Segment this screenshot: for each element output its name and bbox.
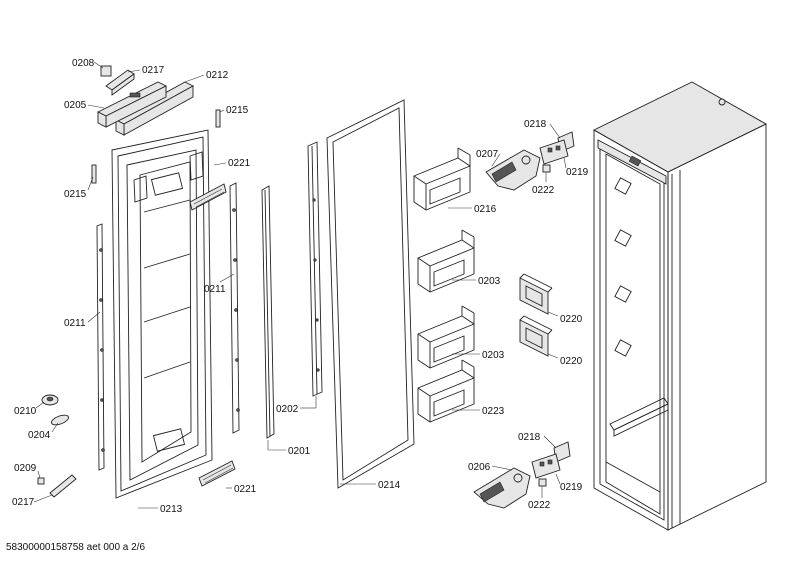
label-0220-a: 0220 — [560, 314, 583, 325]
part-0209-pin — [37, 477, 45, 485]
label-0222-bottom: 0222 — [528, 500, 551, 511]
part-0211-left-rail — [96, 223, 105, 471]
document-footer: 58300000158758 aet 000 a 2/6 — [6, 542, 146, 553]
part-0216-door-bin — [413, 147, 471, 211]
label-0212: 0212 — [206, 70, 229, 81]
part-0221-vent-bottom — [198, 460, 236, 487]
label-0201: 0201 — [288, 446, 311, 457]
label-0217-top: 0217 — [142, 65, 165, 76]
part-0220-bracket-a — [519, 273, 553, 315]
label-0216: 0216 — [474, 204, 497, 215]
part-0210-knob — [41, 394, 59, 406]
part-0215-left — [91, 164, 97, 184]
label-0218-top: 0218 — [524, 119, 547, 130]
part-0214-door-gasket — [326, 99, 415, 489]
part-0215-right — [215, 109, 221, 128]
label-0210: 0210 — [14, 406, 37, 417]
part-0201-profile — [261, 185, 275, 439]
label-0217-bottom: 0217 — [12, 497, 35, 508]
label-0213: 0213 — [160, 504, 183, 515]
part-0204-cap — [50, 414, 70, 426]
part-0205-top-frame — [96, 81, 168, 128]
part-0219-bracket-bottom — [531, 453, 561, 479]
part-0223-door-bin — [417, 359, 475, 423]
label-0221-bottom: 0221 — [234, 484, 257, 495]
part-0203-door-bin-a — [417, 229, 475, 293]
label-0203-a: 0203 — [478, 276, 501, 287]
part-0206-hinge-bottom — [473, 467, 531, 509]
part-0213-door-liner — [111, 129, 213, 499]
label-0203-b: 0203 — [482, 350, 505, 361]
part-0217-hinge-bottom — [49, 474, 77, 498]
part-0222-screw-bottom — [538, 478, 547, 487]
part-0222-screw-top — [542, 164, 551, 173]
label-0204: 0204 — [28, 430, 51, 441]
part-0211-mid-rail — [229, 182, 240, 434]
part-0203-door-bin-b — [417, 305, 475, 369]
label-0218-bottom: 0218 — [518, 432, 541, 443]
label-0223: 0223 — [482, 406, 505, 417]
label-0215-left: 0215 — [64, 189, 87, 200]
part-labels: 0208 0217 0212 0205 0215 0215 0221 0211 … — [12, 58, 589, 515]
label-0211-left: 0211 — [64, 318, 86, 329]
label-0222-top: 0222 — [532, 185, 555, 196]
part-0219-bracket-top — [539, 139, 569, 165]
label-0207: 0207 — [476, 149, 499, 160]
label-0221-top: 0221 — [228, 158, 251, 169]
label-0219-bottom: 0219 — [560, 482, 583, 493]
label-0205: 0205 — [64, 100, 87, 111]
label-0209: 0209 — [14, 463, 37, 474]
part-0207-hinge-top — [485, 149, 541, 191]
part-0220-bracket-b — [519, 315, 553, 357]
label-0219-top: 0219 — [566, 167, 589, 178]
label-0206: 0206 — [468, 462, 491, 473]
label-0202: 0202 — [276, 404, 299, 415]
label-0211-mid: 0211 — [204, 284, 226, 295]
part-0217-hinge-top — [105, 69, 135, 96]
label-0215-right: 0215 — [226, 105, 249, 116]
label-0220-b: 0220 — [560, 356, 583, 367]
part-0221-vent-top — [189, 183, 227, 211]
label-0208: 0208 — [72, 58, 95, 69]
cabinet-body — [593, 81, 767, 531]
label-0214: 0214 — [378, 480, 401, 491]
leader-lines — [33, 61, 567, 509]
part-0208-clip — [100, 65, 112, 77]
part-0202-profile — [307, 141, 323, 397]
